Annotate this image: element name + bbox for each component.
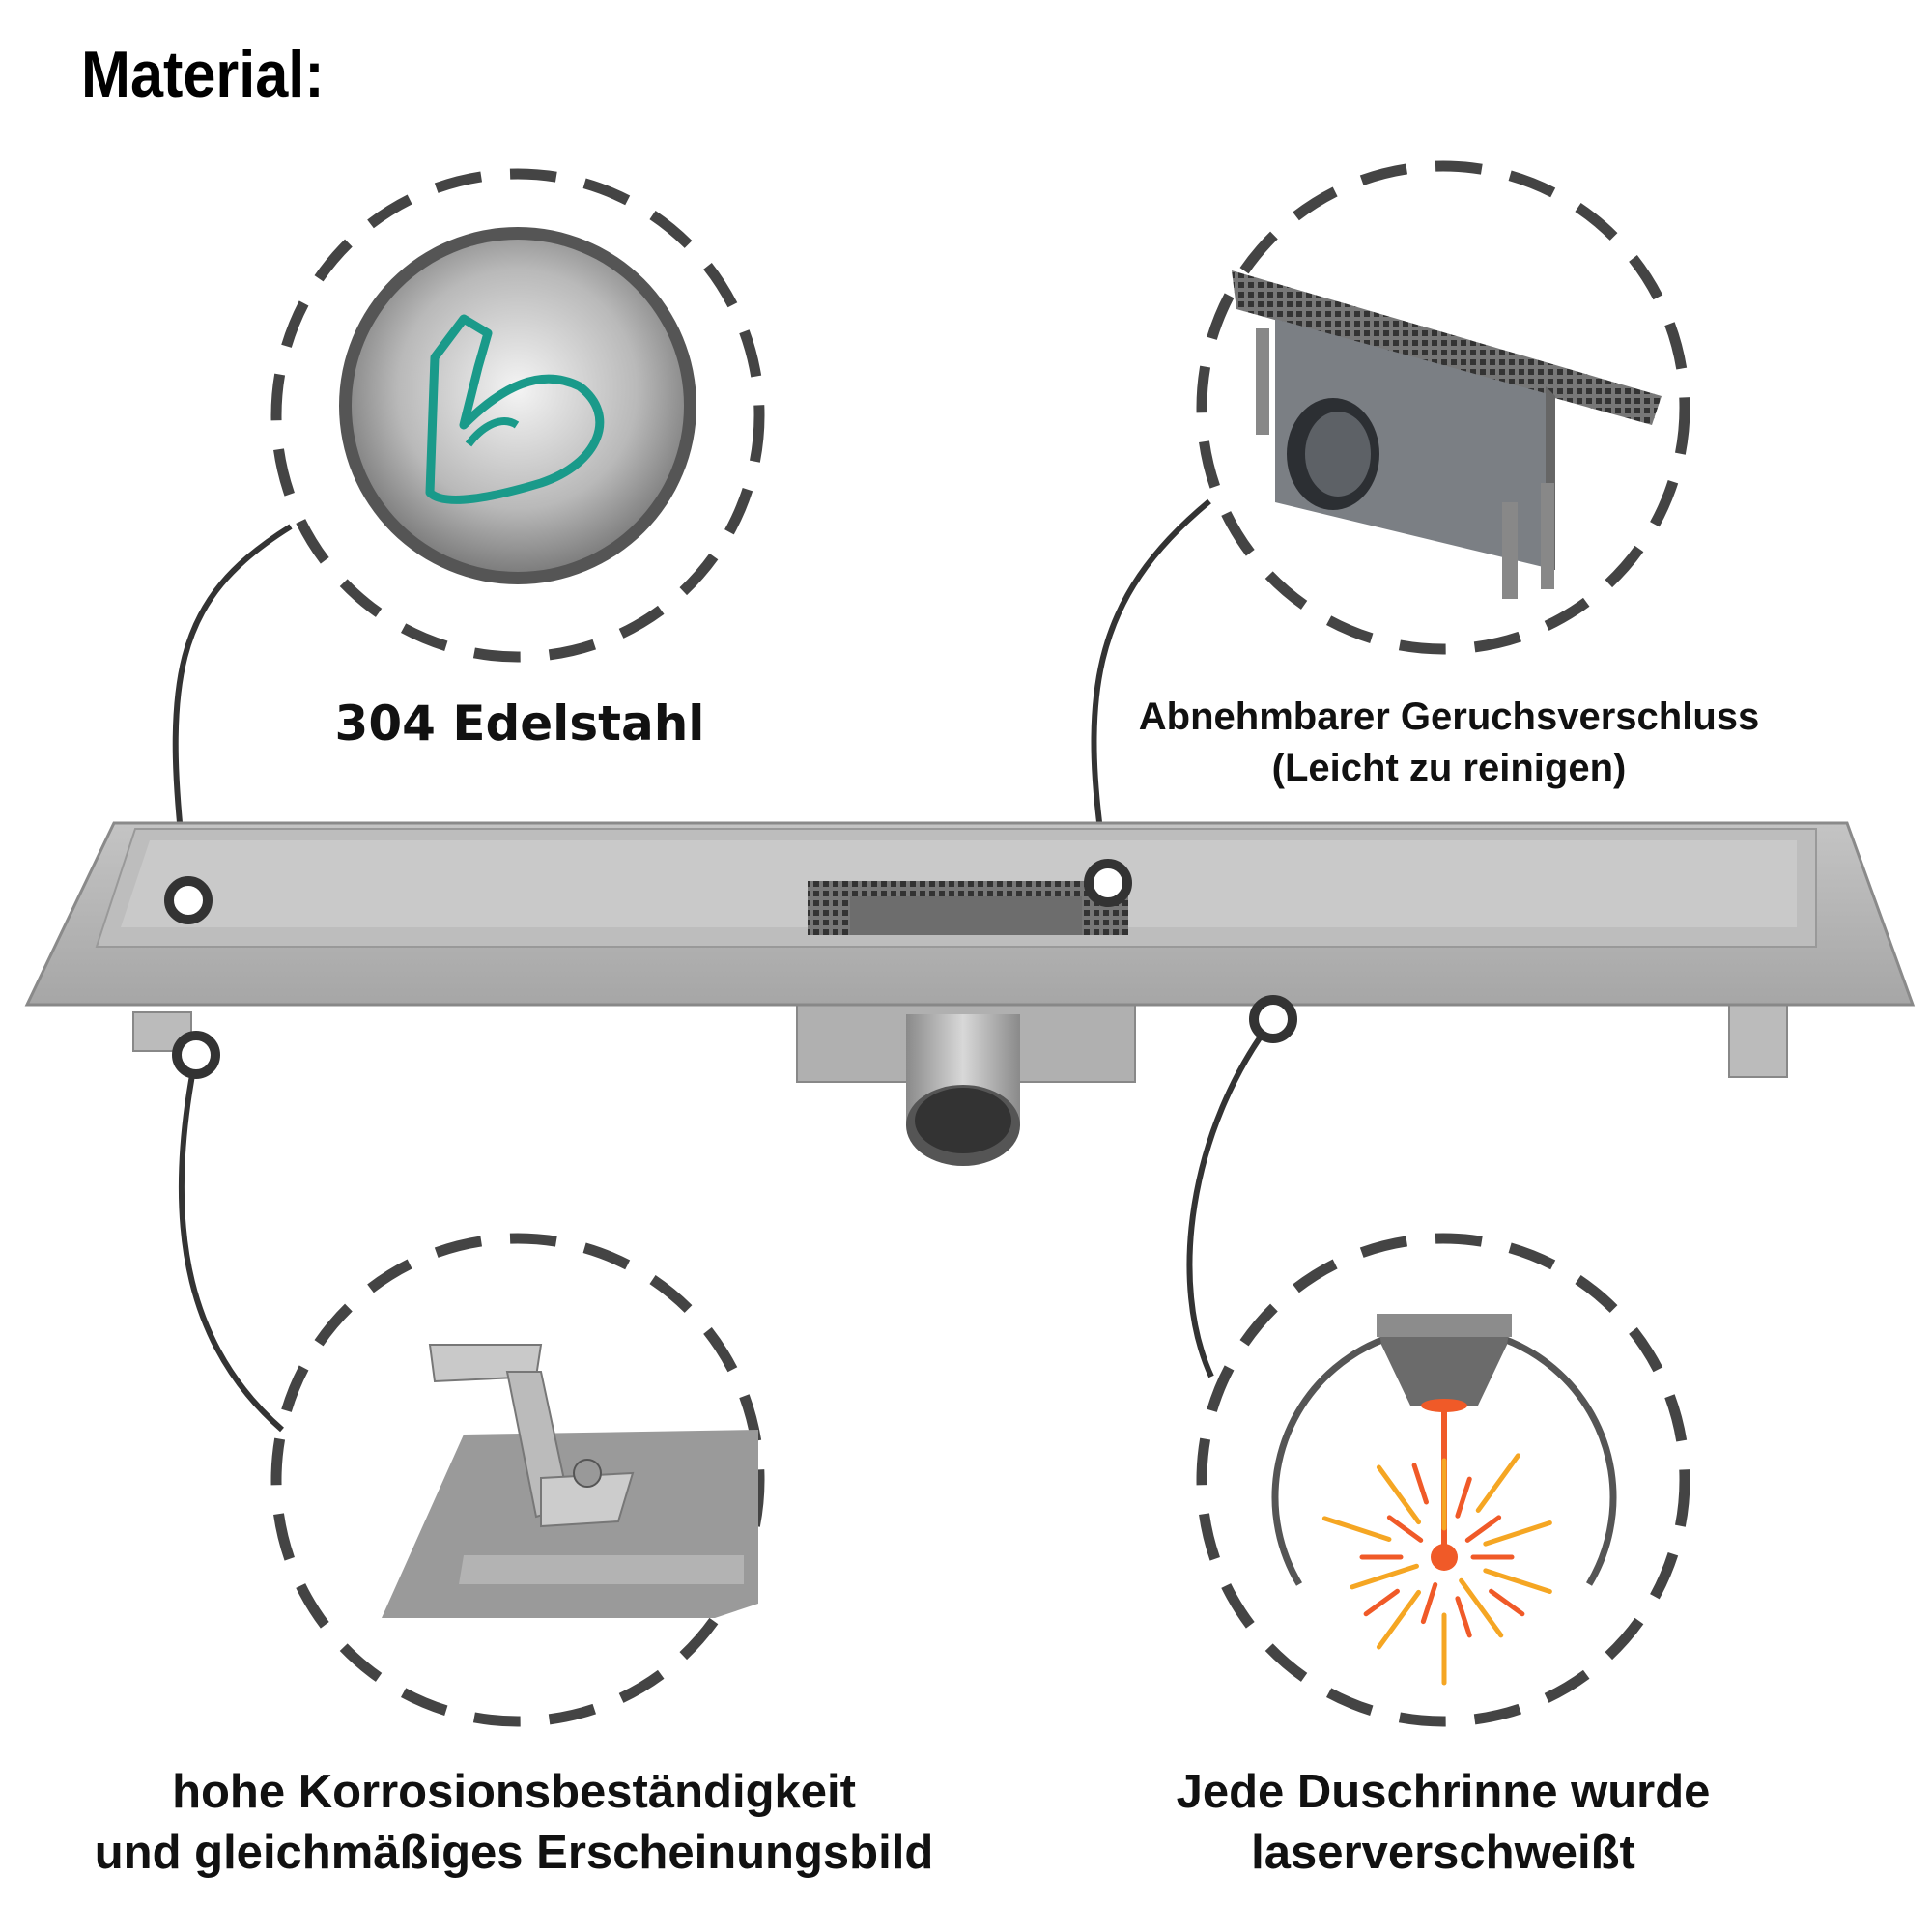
mounting-foot-icon — [382, 1344, 758, 1618]
spark-ray — [1489, 1588, 1525, 1617]
spark-ray — [1350, 1563, 1419, 1590]
spark-ray — [1386, 1515, 1424, 1543]
spark-ray — [1420, 1582, 1438, 1625]
spark-ray — [1475, 1453, 1520, 1513]
label-odor-trap: Abnehmbarer Geruchsverschluss (Leicht zu… — [1139, 692, 1759, 794]
spark-ray — [1455, 1596, 1472, 1638]
page-title: Material: — [81, 38, 325, 111]
connector-line — [1186, 1017, 1276, 1378]
spark-ray — [1483, 1520, 1552, 1547]
spark-ray — [1376, 1464, 1422, 1525]
odor-trap-icon — [1232, 270, 1662, 599]
label-line: (Leicht zu reinigen) — [1271, 747, 1627, 789]
hotspot-trap[interactable] — [1084, 859, 1132, 907]
spark-ray — [1459, 1577, 1504, 1638]
spark-ray — [1411, 1463, 1429, 1505]
hotspot-foot[interactable] — [172, 1031, 220, 1079]
shower-drain-product — [24, 821, 1916, 1166]
label-laser: Jede Duschrinne wurde laserverschweißt — [1177, 1762, 1711, 1884]
label-corrosion: hohe Korrosionsbeständigkeit und gleichm… — [95, 1762, 934, 1884]
spark-ray — [1464, 1515, 1502, 1543]
label-line: Abnehmbarer Geruchsverschluss — [1138, 696, 1760, 738]
hotspot-steel[interactable] — [164, 876, 213, 924]
flexed-arm-icon — [339, 227, 696, 584]
label-line: hohe Korrosionsbeständigkeit — [172, 1766, 856, 1818]
dashed-circle-trap — [1196, 160, 1690, 655]
spark-ray — [1483, 1568, 1552, 1595]
connector-line — [1091, 498, 1211, 884]
dashed-circle-steel — [270, 168, 765, 663]
spark-ray — [1455, 1476, 1472, 1519]
label-line: Jede Duschrinne wurde — [1176, 1766, 1711, 1818]
spark-ray — [1321, 1516, 1392, 1542]
label-line: und gleichmäßiges Erscheinungsbild — [94, 1827, 934, 1879]
connector-line — [178, 1054, 284, 1433]
label-steel: 304 Edelstahl — [334, 696, 705, 752]
hotspot-laser[interactable] — [1249, 995, 1297, 1043]
connector-line — [172, 524, 293, 901]
label-line: laserverschweißt — [1251, 1827, 1635, 1879]
dashed-circle-foot — [270, 1233, 765, 1727]
spark-ray — [1376, 1589, 1422, 1650]
spark-ray — [1363, 1588, 1400, 1617]
dashed-circle-laser — [1196, 1233, 1690, 1727]
laser-weld-icon — [1271, 1314, 1617, 1686]
